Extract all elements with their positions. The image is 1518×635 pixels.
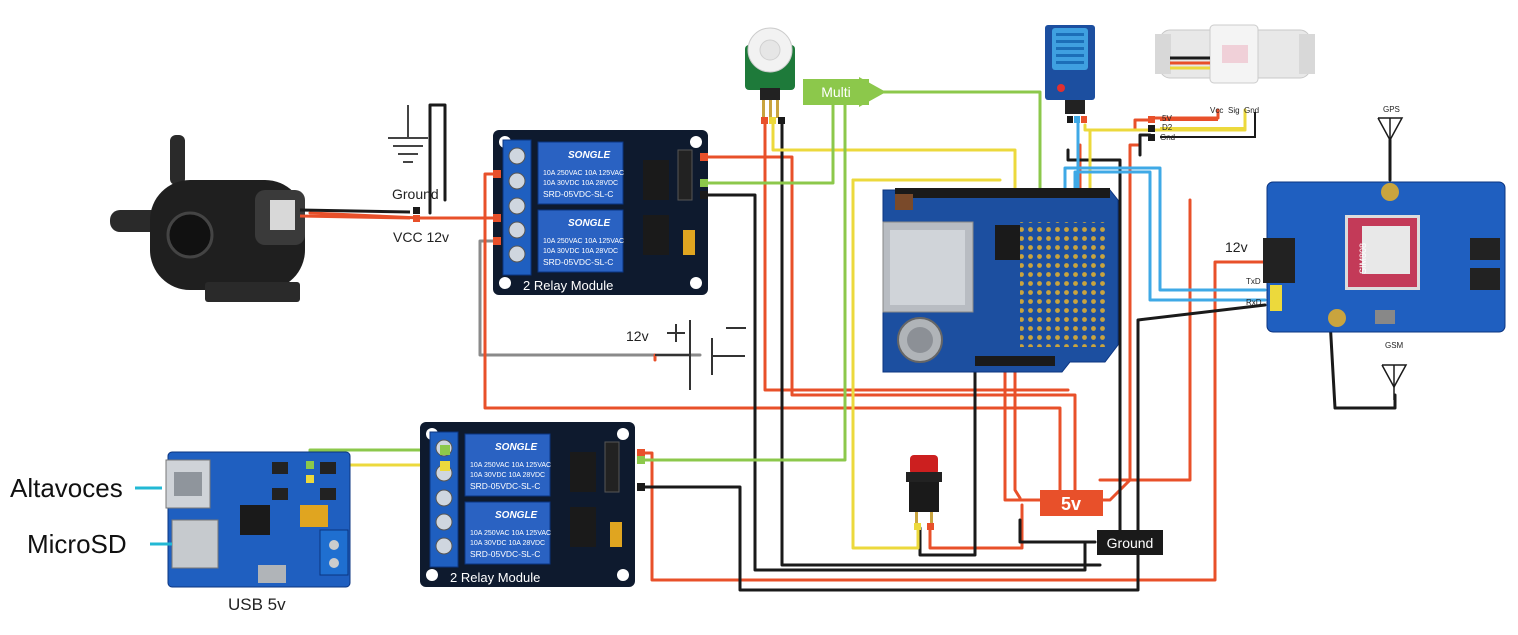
gsm-12v-label: 12v xyxy=(1225,239,1248,255)
svg-text:10A 250VAC 10A 125VAC: 10A 250VAC 10A 125VAC xyxy=(470,530,551,537)
flow-sensor-icon xyxy=(1155,24,1315,84)
svg-text:SRD-05VDC-SL-C: SRD-05VDC-SL-C xyxy=(470,481,540,491)
arduino-shield-icon xyxy=(882,188,1119,373)
svg-text:10A 30VDC 10A 28VDC: 10A 30VDC 10A 28VDC xyxy=(470,540,545,547)
mp3-module-icon xyxy=(165,451,351,588)
five-v-label: 5v xyxy=(1061,494,1081,514)
ground-symbol-icon xyxy=(388,105,428,163)
flow-d2-label: D2 xyxy=(1162,123,1173,132)
flow-gnd-label: Gnd xyxy=(1160,133,1175,142)
flow-5v-label: 5V xyxy=(1162,114,1172,123)
dht-sensor-icon xyxy=(1045,25,1095,114)
pump-icon xyxy=(110,135,305,302)
gps-label: GPS xyxy=(1383,105,1400,114)
relay-1-title: 2 Relay Module xyxy=(523,278,613,293)
battery-label: 12v xyxy=(626,328,649,344)
usb-5v-label: USB 5v xyxy=(228,595,286,614)
pir-sensor-icon xyxy=(745,27,795,118)
svg-text:10A 250VAC 10A 125VAC: 10A 250VAC 10A 125VAC xyxy=(543,238,624,245)
svg-text:10A 30VDC 10A 28VDC: 10A 30VDC 10A 28VDC xyxy=(470,472,545,479)
push-button-icon xyxy=(906,455,942,524)
relay-2-title: 2 Relay Module xyxy=(450,570,540,585)
svg-text:SONGLE: SONGLE xyxy=(568,218,611,229)
rxd-label: RxD xyxy=(1246,298,1262,307)
battery-icon xyxy=(655,320,746,390)
flow-sig-label: Sig xyxy=(1228,106,1240,115)
sim-chip-label: SIM808 xyxy=(1358,243,1368,274)
microsd-label: MicroSD xyxy=(27,529,127,559)
five-v-box: 5v xyxy=(1040,490,1103,516)
svg-text:10A 30VDC 10A 28VDC: 10A 30VDC 10A 28VDC xyxy=(543,180,618,187)
ground-box: Ground xyxy=(1097,530,1163,555)
ground-top-label: Ground xyxy=(392,186,439,202)
txd-label: TxD xyxy=(1246,277,1261,286)
antenna-icon xyxy=(1377,117,1404,180)
svg-text:SRD-05VDC-SL-C: SRD-05VDC-SL-C xyxy=(470,549,540,559)
svg-text:SRD-05VDC-SL-C: SRD-05VDC-SL-C xyxy=(543,257,613,267)
gsm-module-icon: SIM808 xyxy=(1263,181,1506,333)
multi-label: Multi xyxy=(821,84,851,100)
vcc-12v-label: VCC 12v xyxy=(393,229,449,245)
svg-text:SRD-05VDC-SL-C: SRD-05VDC-SL-C xyxy=(543,189,613,199)
relay-module-icon: SONGLE 10A 250VAC 10A 125VAC 10A 30VDC 1… xyxy=(419,421,636,588)
altavoces-label: Altavoces xyxy=(10,473,123,503)
flow-vcc-label: Vcc xyxy=(1210,106,1223,115)
svg-text:10A 30VDC 10A 28VDC: 10A 30VDC 10A 28VDC xyxy=(543,248,618,255)
svg-text:10A 250VAC 10A 125VAC: 10A 250VAC 10A 125VAC xyxy=(543,170,624,177)
ground-box-label: Ground xyxy=(1107,535,1154,551)
gsm-label: GSM xyxy=(1385,341,1404,350)
svg-text:SONGLE: SONGLE xyxy=(495,442,538,453)
antenna-icon xyxy=(1381,364,1408,400)
svg-text:SONGLE: SONGLE xyxy=(495,510,538,521)
svg-text:SONGLE: SONGLE xyxy=(568,150,611,161)
multi-box: Multi xyxy=(803,79,869,105)
svg-text:10A 250VAC 10A 125VAC: 10A 250VAC 10A 125VAC xyxy=(470,462,551,469)
relay-module-icon: SONGLE 10A 250VAC 10A 125VAC 10A 30VDC 1… xyxy=(492,129,709,296)
flow-gnd2-label: Gnd xyxy=(1244,106,1259,115)
